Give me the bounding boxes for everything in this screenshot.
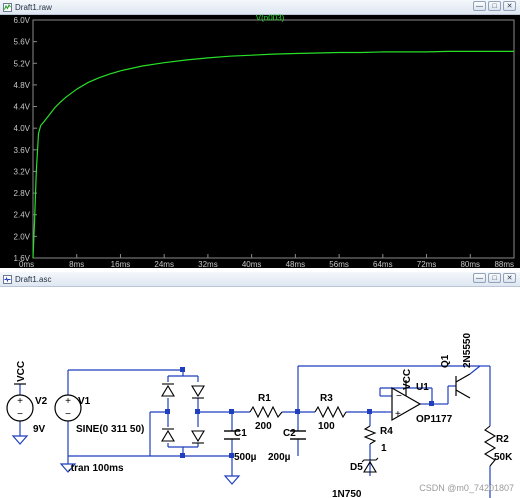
svg-text:−: −	[396, 391, 402, 402]
y-tick-label: 6.0V	[14, 16, 31, 25]
waveform-titlebar[interactable]: Draft1.raw — □ ✕	[0, 0, 520, 15]
c1-name: C1	[234, 428, 247, 439]
waveform-window: Draft1.raw — □ ✕ V(n003) 1.6V 2.0V 2.4V 2.8…	[0, 0, 520, 268]
v2-name: V2	[35, 396, 48, 407]
q1-value: 2N5550	[462, 333, 473, 368]
x-tick-label: 80ms	[460, 260, 480, 268]
r1-value: 200	[255, 421, 272, 432]
svg-text:+: +	[65, 396, 71, 407]
close-button[interactable]: ✕	[503, 273, 516, 283]
r2-value: 50K	[494, 452, 513, 463]
d5-name: D5	[350, 462, 363, 473]
y-axis-ticks: 1.6V 2.0V 2.4V 2.8V 3.2V 3.6V 4.0V 4.4V 4.8V 5.2V…	[14, 16, 37, 263]
plot-frame	[32, 19, 515, 259]
v1-name: V1	[78, 396, 91, 407]
maximize-button[interactable]: □	[488, 1, 501, 11]
junctions	[165, 367, 434, 458]
r3-name: R3	[320, 393, 333, 404]
y-tick-label: 3.2V	[14, 167, 31, 176]
minimize-button[interactable]: —	[473, 1, 486, 11]
y-tick-label: 4.0V	[14, 124, 31, 133]
d5-value: 1N750	[332, 489, 362, 498]
x-tick-label: 64ms	[373, 260, 393, 268]
x-tick-label: 56ms	[329, 260, 349, 268]
svg-text:−: −	[65, 409, 71, 420]
q1-name: Q1	[440, 354, 451, 368]
r1-name: R1	[258, 393, 271, 404]
resistor-r3[interactable]	[314, 405, 347, 419]
schematic-file-icon	[3, 274, 12, 284]
x-tick-label: 48ms	[286, 260, 306, 268]
svg-text:+: +	[395, 409, 401, 420]
x-axis-ticks: 0ms 8ms 16ms 24ms 32ms 40ms 48ms 56ms 64ms 72ms 80…	[19, 254, 515, 268]
c2-value: 200µ	[268, 452, 291, 463]
x-tick-label: 40ms	[242, 260, 262, 268]
c1-value: 500µ	[234, 452, 257, 463]
resistor-r1[interactable]	[249, 405, 283, 419]
voltage-source-v2[interactable]: + −	[6, 394, 34, 422]
schematic-window-title: Draft1.asc	[15, 274, 52, 284]
capacitor-c2[interactable]	[290, 430, 306, 440]
y-tick-label: 5.6V	[14, 38, 31, 47]
schematic-canvas[interactable]: + − + −	[0, 286, 520, 498]
close-button[interactable]: ✕	[503, 1, 516, 11]
resistor-r4[interactable]	[363, 425, 377, 452]
vcc-label-u1: VCC	[402, 369, 413, 390]
x-tick-label: 72ms	[417, 260, 437, 268]
maximize-button[interactable]: □	[488, 273, 501, 283]
trace-v-n003[interactable]	[32, 50, 514, 259]
y-tick-label: 2.0V	[14, 232, 31, 241]
svg-text:+: +	[17, 396, 23, 407]
svg-text:−: −	[17, 409, 23, 420]
u1-name: U1	[416, 382, 429, 393]
y-tick-label: 2.4V	[14, 211, 31, 220]
zener-diode-d5[interactable]	[361, 457, 379, 473]
watermark: CSDN @m0_74201807	[419, 483, 514, 493]
voltage-source-v1[interactable]: + −	[54, 394, 82, 422]
r2-name: R2	[496, 434, 509, 445]
tran-directive[interactable]: .tran 100ms	[68, 463, 124, 474]
waveform-plot[interactable]: V(n003) 1.6V 2.0V 2.4V 2.8V 3.2V 3.6V 4.0V 4.4V…	[0, 14, 520, 268]
schematic-titlebar[interactable]: Draft1.asc — □ ✕	[0, 272, 520, 287]
u1-value: OP1177	[416, 414, 453, 425]
resistor-r2[interactable]	[483, 425, 497, 467]
r4-value: 1	[381, 443, 387, 454]
y-tick-label: 4.8V	[14, 81, 31, 90]
x-tick-label: 24ms	[154, 260, 174, 268]
c2-name: C2	[283, 428, 296, 439]
ground-symbols	[11, 435, 241, 485]
waveform-window-title: Draft1.raw	[15, 2, 52, 12]
x-tick-label: 8ms	[69, 260, 84, 268]
x-tick-label: 32ms	[198, 260, 218, 268]
v1-value: SINE(0 311 50)	[76, 424, 144, 435]
trace-label[interactable]: V(n003)	[256, 14, 285, 22]
y-tick-label: 1.6V	[14, 254, 31, 263]
capacitor-c1[interactable]	[224, 430, 240, 440]
y-tick-label: 2.8V	[14, 189, 31, 198]
r4-name: R4	[380, 426, 393, 437]
diode-bridge[interactable]	[161, 383, 205, 444]
minimize-button[interactable]: —	[473, 273, 486, 283]
waveform-file-icon	[3, 2, 12, 12]
y-tick-label: 4.4V	[14, 103, 31, 112]
schematic-window: Draft1.asc — □ ✕	[0, 272, 520, 498]
y-tick-label: 5.2V	[14, 59, 31, 68]
y-tick-label: 3.6V	[14, 146, 31, 155]
x-tick-label: 16ms	[111, 260, 131, 268]
v2-value: 9V	[33, 424, 46, 435]
vcc-label-left: VCC	[16, 361, 27, 382]
x-tick-label: 88ms	[494, 260, 514, 268]
opamp-u1[interactable]: − +	[386, 380, 422, 422]
x-tick-label: 0ms	[19, 260, 34, 268]
transistor-q1[interactable]	[455, 373, 471, 399]
r3-value: 100	[318, 421, 335, 432]
